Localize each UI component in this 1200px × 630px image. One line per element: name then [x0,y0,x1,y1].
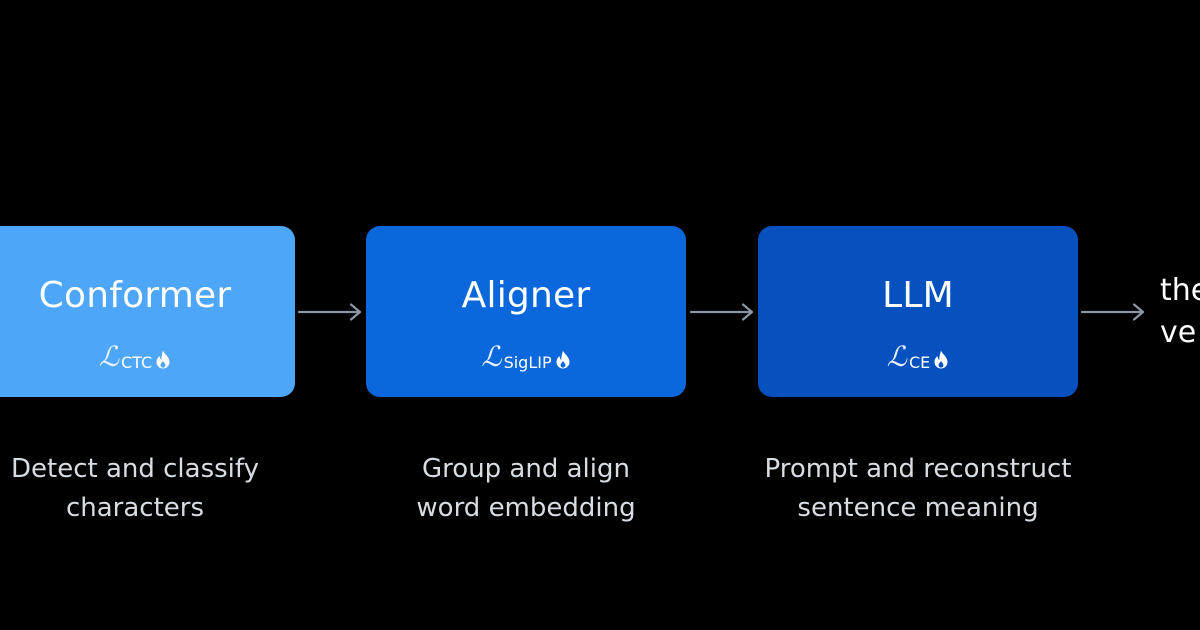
flow-arrow [1080,303,1145,321]
loss-symbol: ℒ [98,340,119,373]
caption-line: word embedding [416,493,636,523]
stage-title: LLM [882,275,954,316]
caption-line: Detect and classify [11,454,259,484]
loss-subscript: SigLIP [503,353,552,372]
loss-subscript: CE [908,353,931,372]
loss-subscript: CTC [120,353,153,372]
flame-icon [156,350,170,369]
stage-caption: Group and align word embedding [346,450,706,528]
stage-title: Aligner [461,275,591,316]
flow-arrow [297,303,362,321]
caption-line: sentence meaning [797,493,1039,523]
loss-symbol: ℒ [481,340,502,373]
flame-icon [556,350,570,369]
flame-icon [934,350,948,369]
output-line: the [1160,273,1200,308]
stage-caption: Prompt and reconstruct sentence meaning [738,450,1098,528]
output-text: the ve [1160,270,1200,354]
loss-symbol: ℒ [886,340,907,373]
flow-arrow [689,303,754,321]
caption-line: Group and align [422,454,630,484]
stage-title: Conformer [38,275,232,316]
stage-caption: Detect and classify characters [0,450,315,528]
caption-line: Prompt and reconstruct [764,454,1072,484]
output-line: ve [1160,315,1197,350]
caption-line: characters [65,493,205,523]
